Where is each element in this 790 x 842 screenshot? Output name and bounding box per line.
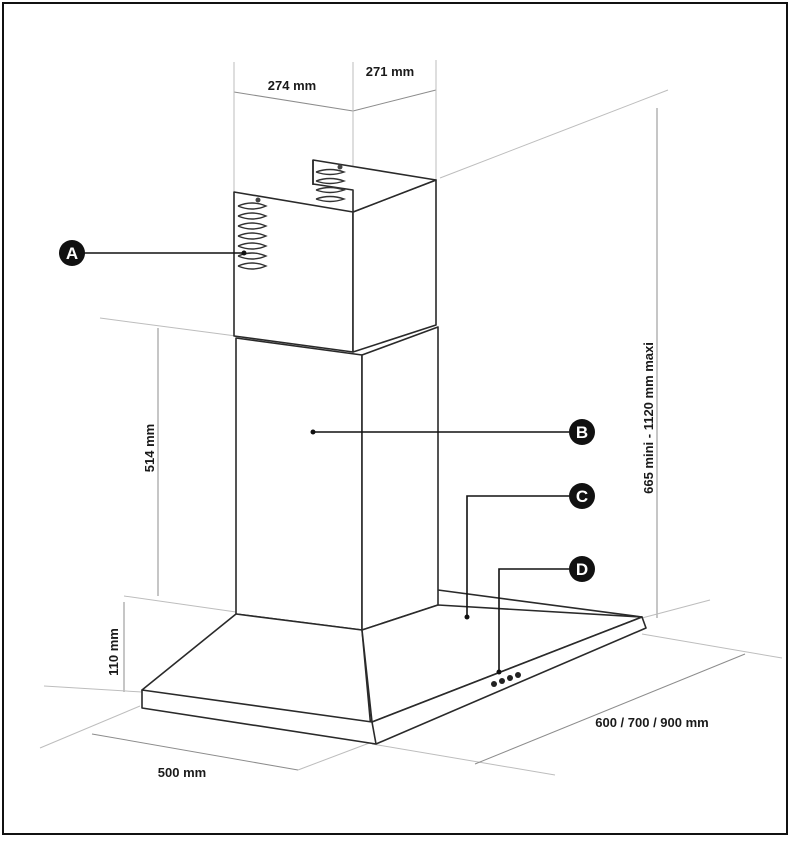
cooker-hood [141, 159, 647, 745]
dimension-total-height: 665 mini - 1120 mm maxi [641, 342, 656, 494]
callout-a: A [59, 240, 85, 266]
callout-d: D [569, 556, 595, 582]
dimension-canopy-height: 110 mm [106, 628, 121, 676]
dimension-base-depth: 500 mm [158, 765, 206, 780]
control-buttons [491, 672, 521, 687]
callout-b-label: B [576, 423, 588, 442]
canopy-right-face [361, 604, 643, 723]
ventilation-grille-rear [315, 164, 347, 203]
callout-c: C [569, 483, 595, 509]
upper-chimney-front [233, 191, 354, 353]
ventilation-grille-front [237, 197, 268, 270]
lower-chimney-front [235, 337, 363, 631]
dimension-width-top: 271 mm [366, 64, 414, 79]
lower-chimney-side [361, 326, 439, 631]
callout-d-label: D [576, 560, 588, 579]
callout-a-label: A [66, 244, 78, 263]
dimension-width-options: 600 / 700 / 900 mm [595, 715, 708, 730]
callout-leaders [84, 250, 569, 675]
callout-c-label: C [576, 487, 588, 506]
dimension-upper-chimney-height: 514 mm [142, 424, 157, 472]
dimension-depth-top: 274 mm [268, 78, 316, 93]
callout-b: B [569, 419, 595, 445]
